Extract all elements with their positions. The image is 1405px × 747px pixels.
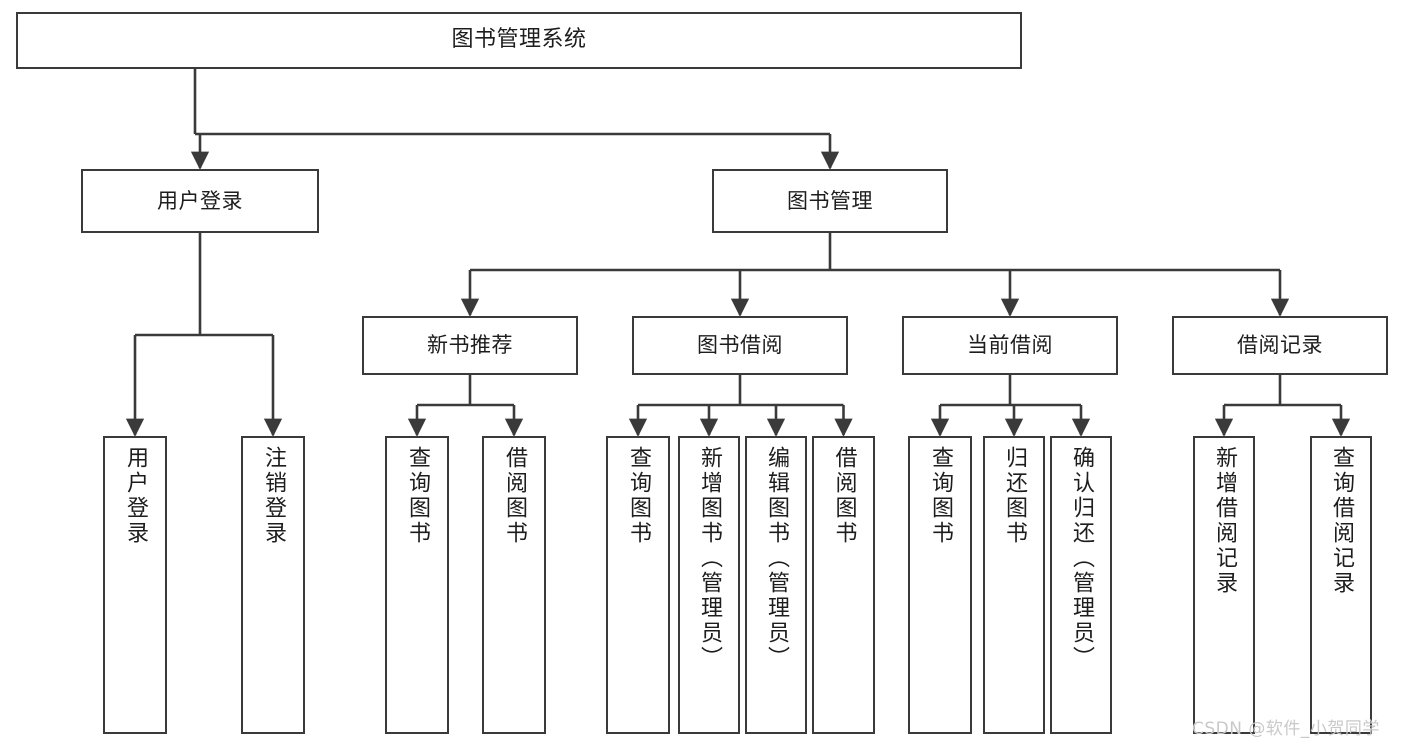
node-label-borrow-record: 借阅记录 [1237,333,1323,358]
node-leaf-confirm-return[interactable]: 确认归还（管理员） [1050,436,1112,734]
node-label-leaf-confirm-return: 确认归还（管理员） [1069,446,1094,671]
node-label-leaf-add-book: 新增图书（管理员） [697,446,722,671]
node-book-borrow[interactable]: 图书借阅 [632,316,848,375]
node-leaf-add-record[interactable]: 新增借阅记录 [1193,436,1255,734]
node-new-book-rec[interactable]: 新书推荐 [362,316,578,375]
node-label-user-login: 用户登录 [157,188,243,213]
node-leaf-edit-book[interactable]: 编辑图书（管理员） [745,436,807,734]
node-label-leaf-borrow-book-rec: 借阅图书 [502,446,527,546]
node-leaf-borrow-book[interactable]: 借阅图书 [812,436,875,734]
node-leaf-query-book-cur[interactable]: 查询图书 [908,436,972,734]
node-label-book-manage: 图书管理 [787,188,873,213]
node-label-new-book-rec: 新书推荐 [427,333,513,358]
node-leaf-query-book[interactable]: 查询图书 [606,436,670,734]
node-label-leaf-add-record: 新增借阅记录 [1212,446,1237,596]
node-label-leaf-query-book: 查询图书 [626,446,651,546]
node-leaf-return-book[interactable]: 归还图书 [983,436,1045,734]
node-label-leaf-edit-book: 编辑图书（管理员） [764,446,789,671]
node-label-root: 图书管理系统 [451,27,587,53]
node-leaf-query-record[interactable]: 查询借阅记录 [1310,436,1372,734]
node-root[interactable]: 图书管理系统 [16,12,1022,69]
node-book-manage[interactable]: 图书管理 [712,169,948,233]
node-label-leaf-borrow-book: 借阅图书 [831,446,857,546]
node-label-leaf-logout: 注销登录 [261,446,286,546]
node-label-leaf-query-record: 查询借阅记录 [1329,446,1354,596]
node-label-leaf-query-book-rec: 查询图书 [405,446,430,546]
node-leaf-borrow-book-rec[interactable]: 借阅图书 [482,436,546,734]
node-leaf-add-book[interactable]: 新增图书（管理员） [678,436,740,734]
node-label-current-borrow: 当前借阅 [967,333,1053,358]
node-label-book-borrow: 图书借阅 [697,333,783,358]
node-label-leaf-return-book: 归还图书 [1002,446,1027,546]
node-leaf-logout[interactable]: 注销登录 [241,436,305,734]
node-current-borrow[interactable]: 当前借阅 [902,316,1118,375]
node-leaf-user-login[interactable]: 用户登录 [103,436,167,734]
node-borrow-record[interactable]: 借阅记录 [1172,316,1388,375]
node-label-leaf-query-book-cur: 查询图书 [928,446,953,546]
node-leaf-query-book-rec[interactable]: 查询图书 [385,436,449,734]
node-label-leaf-user-login: 用户登录 [123,446,148,546]
node-user-login[interactable]: 用户登录 [81,169,319,233]
